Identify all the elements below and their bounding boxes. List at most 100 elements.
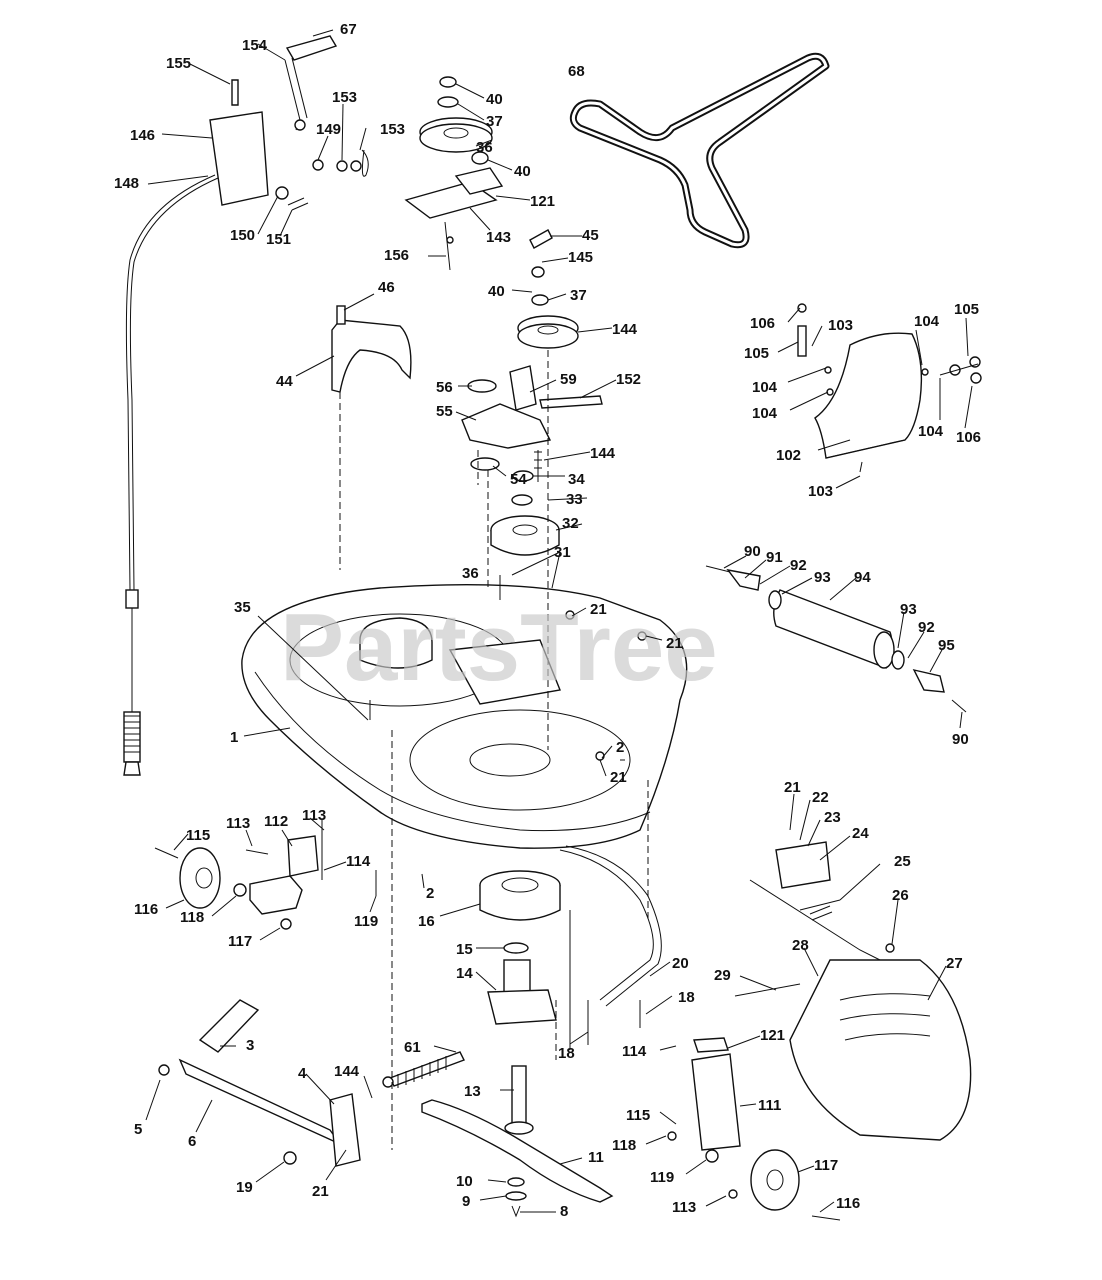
callout-16: 16 <box>418 913 435 930</box>
callout-117b: 117 <box>814 1157 838 1174</box>
callout-8: 8 <box>560 1203 568 1220</box>
callout-9: 9 <box>462 1193 470 1210</box>
left-gauge-wheel <box>154 820 377 930</box>
callout-106b: 106 <box>956 429 981 446</box>
callout-28: 28 <box>792 937 809 954</box>
callout-3: 3 <box>246 1037 254 1054</box>
callout-14: 14 <box>456 965 473 982</box>
callout-55: 55 <box>436 403 453 420</box>
callout-37a: 37 <box>486 113 503 130</box>
callout-106a: 106 <box>750 315 775 332</box>
callout-153: 149 <box>316 121 341 138</box>
callout-6: 6 <box>188 1133 196 1150</box>
callout-19: 19 <box>236 1179 253 1196</box>
callout-23: 23 <box>824 809 841 826</box>
callout-90a: 90 <box>744 543 761 560</box>
discharge-deflector <box>797 303 982 473</box>
callout-95: 95 <box>938 637 955 654</box>
callout-labels: 67 154 155 146 148 153 149 153 150 151 4… <box>114 21 981 1220</box>
callout-21d: 21 <box>784 779 801 796</box>
callout-158: 155 <box>166 55 191 72</box>
callout-31: 32 <box>562 515 579 532</box>
callout-21c: 21 <box>610 769 627 786</box>
callout-11: 11 <box>588 1149 604 1166</box>
deck-belt <box>569 52 830 249</box>
callout-67: 67 <box>340 21 357 38</box>
callout-2b: 2 <box>426 885 434 902</box>
callout-104b: 104 <box>918 423 944 440</box>
belt-cover <box>331 305 412 393</box>
callout-91: 91 <box>766 549 783 566</box>
callout-121a: 119 <box>354 913 378 930</box>
callout-59: 59 <box>560 371 577 388</box>
callout-103b: 104 <box>752 405 778 422</box>
callout-33: 34 <box>568 471 585 488</box>
callout-26: 26 <box>892 887 909 904</box>
leader-lines <box>145 29 973 1213</box>
callout-92b: 92 <box>918 619 935 636</box>
callout-40b: 40 <box>514 163 531 180</box>
callout-56: 56 <box>436 379 453 396</box>
callout-103a: 104 <box>914 313 940 330</box>
callout-37b: 37 <box>570 287 587 304</box>
callout-90b: 90 <box>952 731 969 748</box>
callout-112: 111 <box>758 1097 781 1114</box>
callout-114b: 114 <box>622 1043 647 1060</box>
callout-40c: 40 <box>488 283 505 300</box>
deck-cable <box>123 174 219 776</box>
callout-113a: 113 <box>226 815 250 832</box>
callout-118b: 118 <box>612 1137 636 1154</box>
callout-152: 148 <box>114 175 139 192</box>
callout-22: 22 <box>812 789 829 806</box>
callout-30: 31 <box>554 544 571 561</box>
watermark: PartsTree <box>280 594 718 701</box>
callout-148: 152 <box>616 371 641 388</box>
callout-102a: 103 <box>828 317 853 334</box>
callout-156: 153 <box>332 89 357 106</box>
callout-119b: 119 <box>650 1169 674 1186</box>
height-adjust-link <box>559 845 662 1045</box>
callout-146: 144 <box>590 445 616 462</box>
callout-159: 156 <box>384 247 409 264</box>
callout-10: 10 <box>456 1173 473 1190</box>
callout-93a: 93 <box>814 569 831 586</box>
callout-93b: 93 <box>900 601 917 618</box>
callout-13: 13 <box>464 1083 481 1100</box>
callout-151: 146 <box>130 127 155 144</box>
callout-117a: 116 <box>134 901 158 918</box>
callout-94: 94 <box>854 569 871 586</box>
idler-pulley-stack-mid <box>517 229 579 349</box>
callout-121b: 121 <box>760 1027 785 1044</box>
callout-21b: 21 <box>666 635 683 652</box>
callout-111: 112 <box>264 813 288 830</box>
callout-36: 36 <box>476 139 493 156</box>
callout-153b: 150 <box>230 227 255 244</box>
callout-35: 36 <box>462 565 479 582</box>
callout-118a: 117 <box>228 933 252 950</box>
callout-145: 144 <box>612 321 638 338</box>
callout-1: 1 <box>230 729 238 746</box>
callout-102b: 103 <box>808 483 833 500</box>
callout-46: 46 <box>378 279 395 296</box>
callout-29: 29 <box>714 967 731 984</box>
callout-18b: 18 <box>558 1045 575 1062</box>
callout-105a: 105 <box>954 301 979 318</box>
callout-32: 33 <box>566 491 583 508</box>
callout-144: 143 <box>486 229 511 246</box>
mower-deck <box>241 583 688 849</box>
callout-24: 24 <box>852 825 869 842</box>
parts-artwork <box>123 35 982 1221</box>
callout-92a: 92 <box>790 557 807 574</box>
callout-34: 35 <box>234 599 251 616</box>
callout-157: 154 <box>242 37 268 54</box>
callout-21a: 21 <box>590 601 607 618</box>
callout-25: 25 <box>894 853 911 870</box>
idler-arm-assembly <box>461 365 603 482</box>
callout-44: 44 <box>276 373 293 390</box>
alignment-lines <box>339 350 649 1150</box>
callout-18a: 18 <box>678 989 695 1006</box>
callout-101: 102 <box>776 447 801 464</box>
callout-149: 144 <box>334 1063 360 1080</box>
callout-15: 15 <box>456 941 473 958</box>
